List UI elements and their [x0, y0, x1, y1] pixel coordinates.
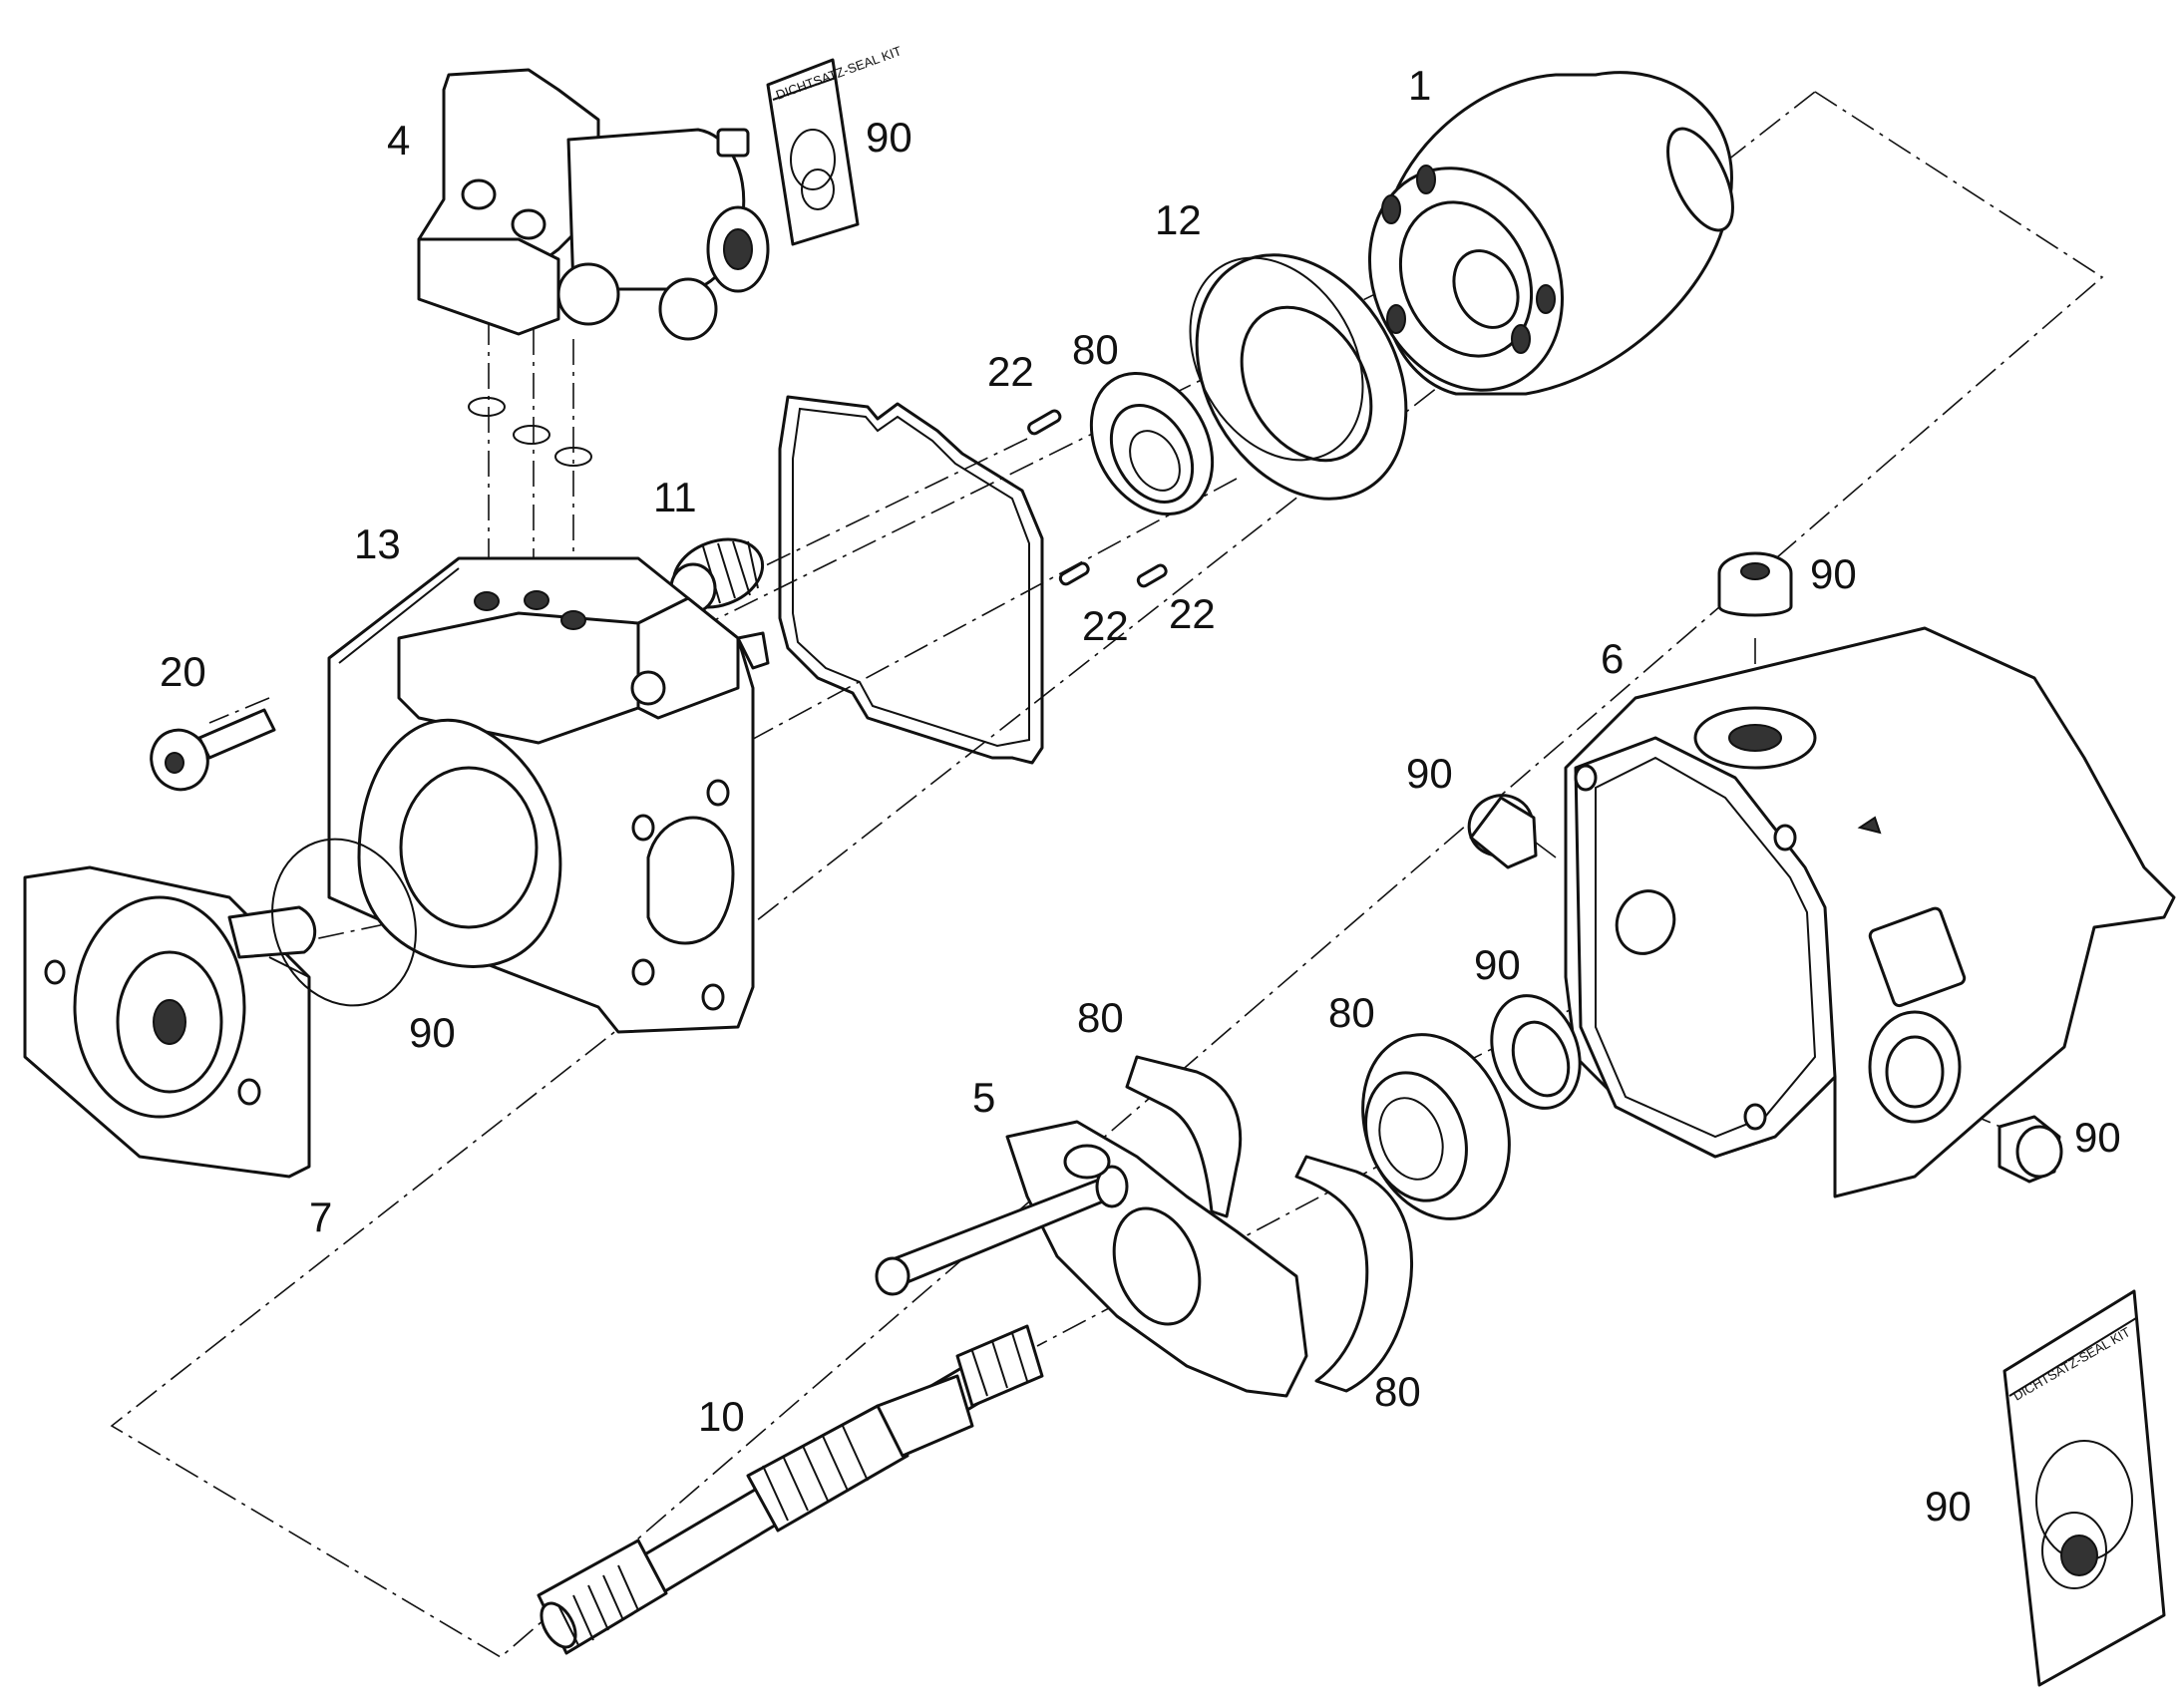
- label-part-80-shell-upper: 80: [1077, 994, 1124, 1041]
- label-part-11: 11: [653, 474, 697, 520]
- label-part-1: 1: [1408, 62, 1431, 109]
- control-valve-part: [417, 68, 770, 341]
- axis-line-mid: [717, 478, 1238, 759]
- axis-line-screw: [208, 697, 270, 724]
- pin-22-right: [1136, 563, 1168, 588]
- housing-gasket: [778, 395, 1044, 765]
- label-part-4: 4: [387, 117, 410, 164]
- label-part-90-plug-top: 90: [1810, 550, 1857, 597]
- spring-part: [669, 537, 765, 614]
- label-part-90-plug-right: 90: [2074, 1114, 2121, 1161]
- bearing-shell-lower: [1294, 1155, 1413, 1393]
- label-part-20: 20: [160, 648, 206, 695]
- o-ring-control-1: [468, 397, 506, 417]
- label-part-80-bearing: 80: [1328, 989, 1375, 1036]
- assembly-outline: [110, 91, 2104, 1658]
- flange-part: [23, 865, 317, 1179]
- seal-kit-bag-large: DICHTSATZ-SEAL KIT: [2002, 1289, 2166, 1687]
- label-part-90-kit-large: 90: [1925, 1483, 1972, 1530]
- upper-bearing-part: [1089, 371, 1215, 516]
- axis-line-plug-left: [1535, 842, 1557, 858]
- label-part-6: 6: [1601, 635, 1624, 682]
- valve-plate-part: [1189, 253, 1408, 501]
- label-part-22-right: 22: [1169, 590, 1216, 637]
- lower-bearing-part: [1361, 1033, 1511, 1220]
- label-part-12: 12: [1155, 196, 1202, 243]
- o-ring-control-3: [554, 447, 592, 467]
- swashplate-part: [875, 1120, 1308, 1398]
- label-part-7: 7: [309, 1194, 332, 1240]
- label-part-90-o-ring: 90: [409, 1009, 456, 1056]
- label-part-80-shell-lower: 80: [1374, 1368, 1421, 1415]
- screw-part: [150, 708, 276, 792]
- label-part-80-upper: 80: [1072, 326, 1119, 373]
- axis-line-pins: [697, 438, 1028, 599]
- drive-shaft-part: [537, 1324, 1044, 1655]
- o-ring-control-2: [513, 425, 550, 445]
- port-plate-part: [327, 556, 770, 1034]
- pin-22-left: [1058, 561, 1090, 586]
- label-part-22-left: 22: [1082, 602, 1129, 649]
- pin-22-upper: [1027, 409, 1062, 436]
- label-part-13: 13: [354, 520, 401, 567]
- plug-right-part: [1998, 1115, 2063, 1184]
- label-part-90-seal: 90: [1474, 941, 1521, 988]
- label-part-22-upper: 22: [987, 348, 1034, 395]
- plug-left-part: [1467, 794, 1538, 869]
- bearing-shell-upper: [1125, 1055, 1243, 1218]
- label-part-5: 5: [972, 1074, 995, 1121]
- o-ring-flange: [271, 838, 417, 1007]
- label-part-10: 10: [698, 1393, 745, 1440]
- pump-housing-part: [1564, 626, 2176, 1198]
- label-part-90-kit-small: 90: [866, 114, 912, 161]
- shaft-seal-part: [1490, 994, 1582, 1110]
- label-part-90-plug-left: 90: [1406, 750, 1453, 797]
- cylinder-block-part: [1367, 71, 1734, 396]
- plug-top-part: [1717, 551, 1793, 617]
